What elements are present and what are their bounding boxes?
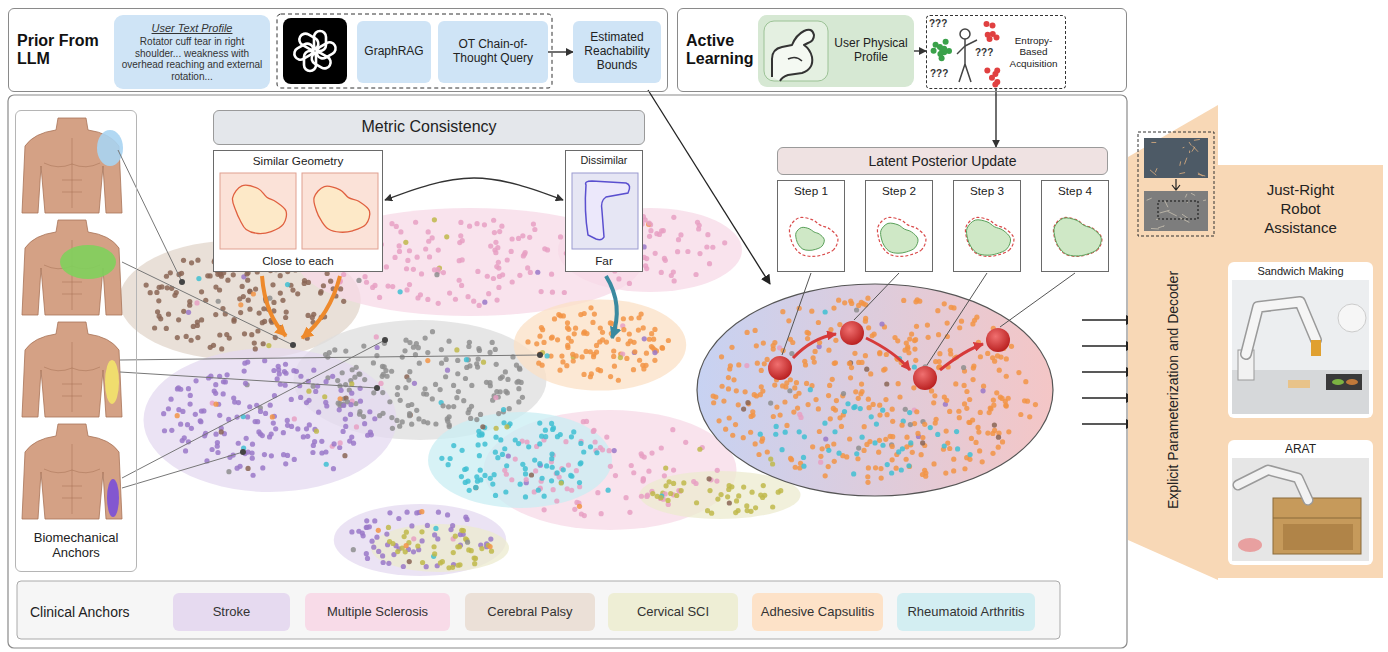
- posterior-dot: [768, 356, 792, 380]
- torso-figure: [22, 118, 123, 213]
- legend-text: Adhesive Capsulitis: [761, 605, 874, 620]
- legend-box: [17, 581, 1060, 639]
- legend-swatch: Adhesive Capsulitis: [752, 593, 883, 631]
- legend-text: Rheumatoid Arthritis: [907, 605, 1024, 620]
- node-title: Estimated Reachability Bounds: [577, 31, 657, 72]
- step-box: Step 1: [777, 180, 845, 272]
- legend-swatch: Multiple Sclerosis: [305, 593, 450, 631]
- node-title: User Text Profile: [152, 22, 233, 35]
- node-title: User Physical Profile: [834, 15, 908, 87]
- node-title: Active Learning: [686, 9, 758, 91]
- node-body: Rotator cuff tear in right shoulder... w…: [119, 36, 265, 82]
- node-art: [1228, 440, 1373, 565]
- anchor-leaders: [118, 150, 543, 488]
- node-title: Step 4: [1042, 184, 1108, 197]
- geometry-box: DissimilarFar: [565, 150, 643, 272]
- node-title: Dissimilar: [566, 154, 642, 166]
- legend-text: Cerebral Palsy: [487, 605, 572, 620]
- uncertainty-mark: ???: [975, 47, 993, 59]
- posterior-dot: [840, 321, 864, 345]
- profile-box: User Physical Profile: [758, 15, 914, 87]
- posterior-dot: [913, 366, 937, 390]
- main-panel: [8, 95, 1127, 648]
- node-title: Explicit Parameterization and Decoder: [1165, 240, 1181, 540]
- text-profile-box: User Text ProfileRotator cuff tear in ri…: [114, 15, 270, 89]
- uncertainty-mark: ???: [930, 68, 948, 80]
- torso-figure: [22, 322, 122, 417]
- node-art: [758, 15, 914, 87]
- step-box: Step 4: [1041, 180, 1109, 272]
- connector-arrow: [995, 89, 996, 147]
- legend-text: Multiple Sclerosis: [327, 605, 428, 620]
- section-header: Metric Consistency: [213, 110, 645, 145]
- robot-panel: Just-Right Robot AssistanceSandwich Maki…: [1218, 165, 1383, 578]
- output-box: Estimated Reachability Bounds: [573, 21, 661, 83]
- node-title: Entropy-Based Acquisition: [1005, 16, 1062, 88]
- legend-text: Cervical SCI: [637, 605, 709, 620]
- node-body: Far: [566, 254, 642, 267]
- legend-text: Stroke: [213, 605, 251, 620]
- photo-panel: ARAT: [1228, 440, 1373, 565]
- node-title: ARAT: [1228, 443, 1373, 457]
- node-title: Prior From LLM: [17, 9, 117, 91]
- connector-arrow: [385, 178, 563, 200]
- method-box: OT Chain-of-Thought Query: [438, 21, 548, 83]
- section-header: Latent Posterior Update: [777, 147, 1108, 175]
- node-title: Step 2: [866, 184, 932, 197]
- legend-swatch: Cerebral Palsy: [465, 593, 595, 631]
- node-title: Sandwich Making: [1228, 265, 1373, 278]
- legend-heading: Clinical Anchors: [30, 593, 130, 631]
- input-panel: Prior From LLMUser Text ProfileRotator c…: [8, 8, 668, 92]
- node-art: [1228, 262, 1373, 418]
- connector-arrow: [914, 50, 926, 51]
- geometry-box: Similar GeometryClose to each: [213, 150, 383, 272]
- decoder-trapezoid: Explicit Parameterization and Decoder: [1128, 105, 1218, 580]
- uncertainty-mark: ???: [929, 18, 947, 30]
- node-title: OT Chain-of-Thought Query: [442, 38, 544, 66]
- photo-panel: Sandwich Making: [1228, 262, 1373, 418]
- legend-swatch: Rheumatoid Arthritis: [897, 593, 1035, 631]
- node-title: Step 3: [954, 184, 1020, 197]
- node-body: Close to each: [214, 254, 382, 267]
- connector-arrow: [548, 51, 573, 52]
- llm-group: [277, 14, 552, 88]
- torso-figure: [22, 424, 122, 519]
- active-panel: Active Learning User Physical Profile Entr…: [677, 8, 1127, 92]
- torso-figure: [22, 220, 122, 315]
- node-title: GraphRAG: [364, 45, 423, 59]
- llm-logo: [283, 18, 347, 84]
- node-title: Step 1: [778, 184, 844, 197]
- anchor-panel: Biomechanical Anchors: [15, 110, 137, 572]
- step-box: Step 2: [865, 180, 933, 272]
- node-title: Similar Geometry: [214, 154, 382, 167]
- posterior-dot: [986, 328, 1010, 352]
- method-box: GraphRAG: [357, 21, 431, 83]
- legend-swatch: Stroke: [173, 593, 290, 631]
- node-title: Just-Right Robot Assistance: [1254, 181, 1347, 237]
- node-title: Metric Consistency: [361, 118, 496, 136]
- latent-ellipse: [697, 284, 1053, 496]
- node-title: Latent Posterior Update: [869, 153, 1017, 169]
- node-title: Biomechanical Anchors: [16, 531, 136, 561]
- step-box: Step 3: [953, 180, 1021, 272]
- legend-swatch: Cervical SCI: [608, 593, 738, 631]
